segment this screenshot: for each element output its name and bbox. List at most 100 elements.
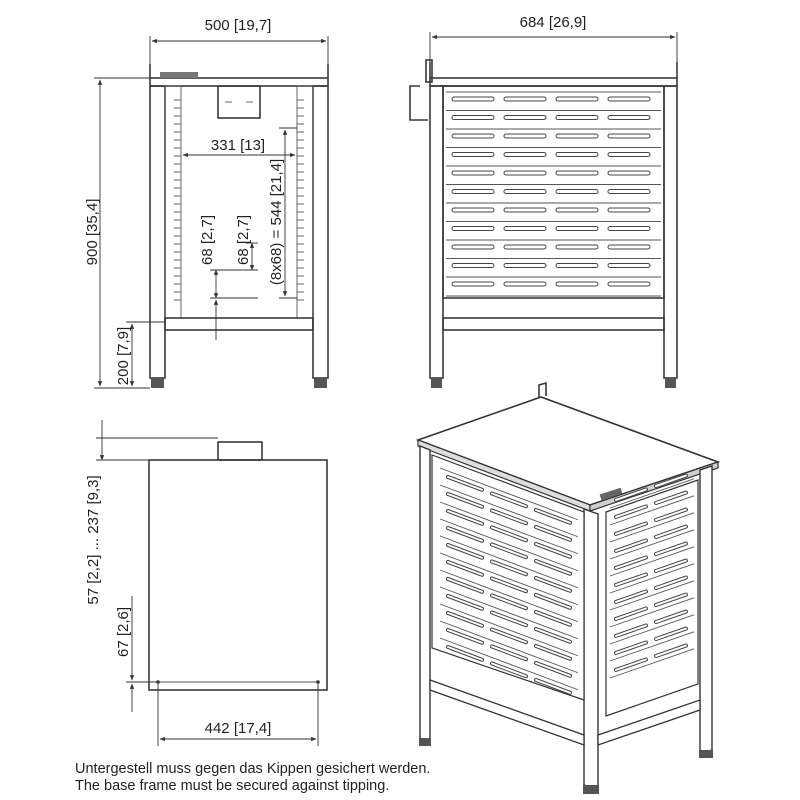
iso-slot-inner (447, 493, 483, 508)
iso-slot-inner (615, 658, 647, 671)
side-bracket-arm (409, 85, 428, 121)
slot (451, 115, 495, 120)
iso-slot-inner (491, 594, 527, 610)
side-left-leg (429, 85, 444, 379)
slot (503, 263, 547, 268)
slot (451, 281, 495, 287)
iso-slot-inner (491, 526, 527, 542)
front-view: 500 [19,7] 900 [35,4] 200 [7,9] 331 [13]… (84, 17, 329, 389)
slot (451, 133, 495, 139)
iso-slot-inner (491, 509, 527, 525)
note-german: Untergestell muss gegen das Kippen gesic… (75, 761, 431, 777)
iso-slot-rail (439, 637, 579, 691)
iso-foot-left (419, 738, 431, 746)
slot (607, 115, 651, 120)
slot (555, 189, 599, 194)
iso-slot-inner (615, 590, 647, 603)
iso-slot-inner (447, 629, 483, 644)
side-bottom-crossbar (442, 317, 665, 331)
dim-slot-pitch-a: 68 [2,7] (199, 215, 216, 265)
iso-left-back-leg (419, 444, 431, 744)
side-right-foot (665, 378, 676, 388)
iso-slot-inner (535, 577, 571, 592)
slot (451, 263, 495, 268)
iso-slot-rail (609, 512, 695, 543)
iso-foot-front (583, 785, 599, 794)
slot (451, 207, 495, 213)
plan-view: 57 [2,2] ... 237 [9,3] 67 [2,6] 442 [17,… (85, 420, 328, 746)
slot (607, 244, 651, 250)
iso-slot-rail (439, 518, 579, 572)
iso-slot-inner (491, 628, 527, 644)
iso-slot-rail (439, 467, 579, 521)
iso-slot-inner (535, 509, 571, 524)
iso-slot-rail (609, 614, 695, 645)
iso-front-leg (583, 508, 599, 791)
dim-inner-width: 331 [13] (211, 137, 265, 154)
plan-wall-bracket (217, 441, 263, 461)
front-left-rail (164, 85, 182, 319)
slot (503, 170, 547, 176)
iso-slot-rail (609, 597, 695, 628)
iso-left-slot-rows (439, 467, 579, 695)
iso-right-slot-rows (609, 473, 695, 679)
iso-slot-inner (655, 644, 687, 657)
dim-base-height: 200 [7,9] (115, 327, 132, 385)
dim-wall-offset-range: 57 [2,2] ... 237 [9,3] (85, 475, 102, 604)
iso-slot-inner (615, 539, 647, 552)
side-wall-bracket (425, 59, 433, 83)
iso-slot-inner (447, 646, 483, 661)
iso-slot-inner (655, 593, 687, 606)
iso-slot-inner (491, 611, 527, 627)
iso-slot-inner (447, 510, 483, 525)
iso-slot-inner (535, 645, 571, 660)
slot (555, 244, 599, 250)
iso-slot-inner (615, 607, 647, 620)
slot (503, 115, 547, 120)
iso-bottom-crossbar-right (597, 699, 701, 746)
dim-side-width: 684 [26,9] (520, 14, 587, 31)
slot (607, 96, 651, 102)
slot (451, 152, 495, 157)
iso-right-panel (605, 479, 699, 717)
isometric-view (415, 381, 721, 794)
side-view: 684 [26,9] (409, 14, 678, 388)
iso-slot-rail (609, 631, 695, 662)
iso-slot-rail (439, 620, 579, 674)
side-right-leg (663, 85, 678, 379)
iso-slot-inner (491, 560, 527, 576)
slot (607, 170, 651, 176)
slot (503, 189, 547, 194)
iso-slot-inner (655, 474, 687, 487)
slot (451, 170, 495, 176)
front-wall-bracket (217, 85, 261, 119)
slot (451, 96, 495, 102)
iso-slot-rail (439, 484, 579, 538)
iso-slot-inner (447, 612, 483, 627)
iso-slot-inner (535, 662, 571, 677)
iso-slot-rail (439, 552, 579, 606)
iso-slot-inner (447, 595, 483, 610)
side-left-foot (431, 378, 442, 388)
slot (451, 189, 495, 194)
slot (555, 207, 599, 213)
iso-slot-rail (609, 495, 695, 526)
front-rail-ticks (174, 99, 304, 301)
iso-brand-tag (599, 487, 623, 501)
iso-slot-rail (609, 580, 695, 611)
iso-wall-bracket (538, 381, 547, 398)
iso-slot-inner (447, 476, 483, 491)
iso-slot-inner (655, 576, 687, 589)
slot (607, 189, 651, 194)
iso-slot-inner (535, 628, 571, 643)
slot (607, 133, 651, 139)
iso-slot-inner (447, 527, 483, 542)
slot (607, 226, 651, 231)
iso-slot-rail (609, 546, 695, 577)
slot (555, 152, 599, 157)
dim-total-height: 900 [35,4] (84, 199, 101, 266)
iso-right-leg (699, 465, 713, 755)
note-english: The base frame must be secured against t… (75, 778, 390, 794)
iso-slot-rail (439, 603, 579, 657)
